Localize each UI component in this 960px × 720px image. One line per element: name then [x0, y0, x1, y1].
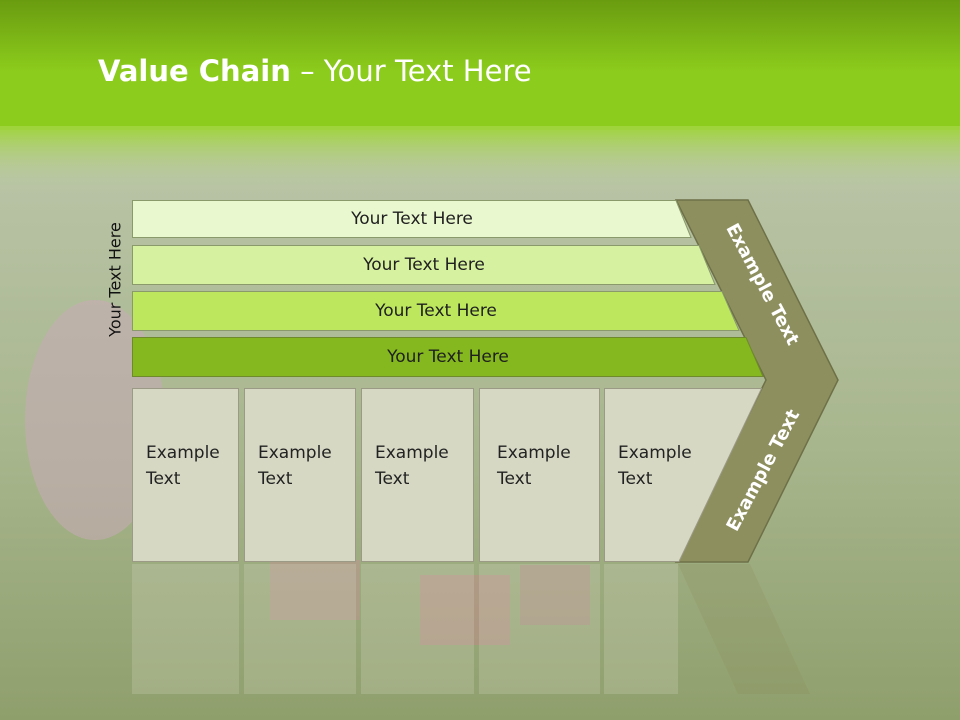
value-chevron[interactable]	[672, 198, 844, 566]
stage-bar-3-shape	[132, 291, 740, 331]
activity-box-3-line1: Example	[375, 443, 449, 463]
stage-bar-1[interactable]: Your Text Here	[132, 200, 692, 238]
stage-bar-3[interactable]: Your Text Here	[132, 291, 740, 331]
stage-bar-3-label: Your Text Here	[375, 301, 497, 321]
stage-bar-4-shape	[132, 337, 764, 377]
activity-box-5-line2: Text	[618, 469, 653, 489]
stage-bar-4-label: Your Text Here	[387, 347, 509, 367]
activity-box-1-line1: Example	[146, 443, 220, 463]
stage-bar-2-shape	[132, 245, 716, 285]
activity-box-4-shape	[479, 388, 600, 562]
activity-box-5-shape	[604, 388, 762, 562]
title-subtitle: – Your Text Here	[290, 54, 532, 88]
activity-box-4-line2: Text	[497, 469, 532, 489]
activity-box-3-line2: Text	[375, 469, 410, 489]
stage-bar-1-shape	[132, 200, 692, 238]
activity-box-3-shape	[361, 388, 474, 562]
activity-box-2-line2: Text	[258, 469, 293, 489]
activity-box-1-shape	[132, 388, 239, 562]
activity-box-5-line1: Example	[618, 443, 692, 463]
side-label: Your Text Here	[105, 222, 125, 337]
activity-box-2-line1: Example	[258, 443, 332, 463]
title-main: Value Chain	[98, 54, 291, 88]
activity-box-4-line1: Example	[497, 443, 571, 463]
stage-bar-1-label: Your Text Here	[351, 209, 473, 229]
stage-bar-2-label: Your Text Here	[363, 255, 485, 275]
page-title: Value Chain – Your Text Here	[98, 54, 532, 88]
reflection	[132, 564, 810, 694]
stage-bar-4[interactable]: Your Text Here	[132, 337, 764, 377]
activity-box-2-shape	[244, 388, 356, 562]
stage-bar-2[interactable]: Your Text Here	[132, 245, 716, 285]
activity-box-1-line2: Text	[146, 469, 181, 489]
